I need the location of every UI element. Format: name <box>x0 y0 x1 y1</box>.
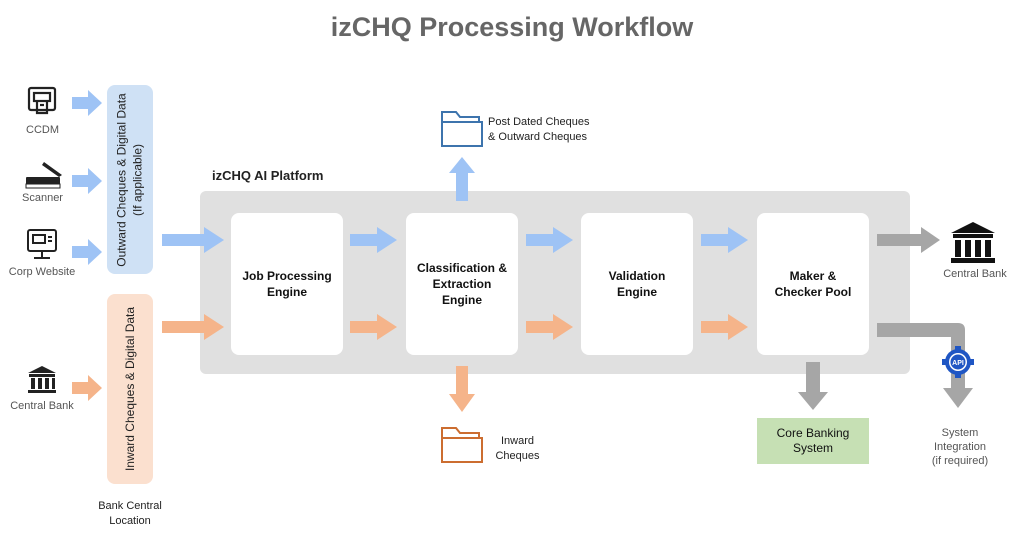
arrow-job-to-classification-orange <box>350 314 397 340</box>
engine-line: Classification & <box>416 261 508 275</box>
arrow-to-central-bank <box>877 227 940 253</box>
central-bank-output-label: Central Bank <box>943 268 1007 280</box>
system-integration-line3: (if required) <box>931 455 989 467</box>
arrow-validation-to-maker-orange <box>701 314 748 340</box>
arrow-job-to-classification-blue <box>350 227 397 253</box>
bank-central-line1: Bank Central <box>98 500 162 512</box>
source-label-corp-website: Corp Website <box>8 266 76 278</box>
post-dated-line2: & Outward Cheques <box>488 131 588 143</box>
arrow-to-core-banking <box>798 362 828 410</box>
core-banking-line1: Core Banking <box>776 426 850 440</box>
platform-label: izCHQ AI Platform <box>212 168 324 183</box>
arrow-classification-to-validation-blue <box>526 227 573 253</box>
arrow-ccdm-to-outward <box>72 90 102 116</box>
arrow-inward-to-job <box>162 314 224 340</box>
central-bank-output-icon <box>951 222 995 263</box>
bank-central-line2: Location <box>109 515 151 527</box>
diagram-title: izCHQ Processing Workflow <box>330 12 694 42</box>
arrow-validation-to-maker-blue <box>701 227 748 253</box>
cheque-machine-icon <box>27 86 57 115</box>
engine-line: Checker Pool <box>774 285 852 299</box>
monitor-icon <box>27 229 57 259</box>
arrow-scanner-to-outward <box>72 168 102 194</box>
maker-checker-pool: Maker & Checker Pool <box>757 213 869 355</box>
core-banking-line2: System <box>792 441 833 455</box>
arrow-centralbank-to-inward <box>72 375 102 401</box>
post-dated-line1: Post Dated Cheques <box>488 116 590 128</box>
system-integration-line2: Integration <box>934 441 986 453</box>
inward-cheques-line2: Cheques <box>495 450 540 462</box>
engine-line: Maker & <box>789 269 837 283</box>
api-gear-icon: API <box>942 346 974 378</box>
arrow-website-to-outward <box>72 239 102 265</box>
system-integration-label: System Integration (if required) <box>915 426 1005 468</box>
system-integration-line1: System <box>941 427 979 439</box>
arrow-classification-to-validation-orange <box>526 314 573 340</box>
engine-line: Engine <box>441 293 482 307</box>
source-label-scanner: Scanner <box>22 192 63 204</box>
source-label-central-bank: Central Bank <box>10 400 74 412</box>
engine-line: Job Processing <box>242 269 332 283</box>
inward-cheques-line1: Inward <box>500 435 535 447</box>
folder-blue-icon <box>441 111 483 147</box>
arrow-to-post-dated <box>449 157 475 201</box>
source-label-ccdm: CCDM <box>26 124 59 136</box>
arrow-outward-to-job <box>162 227 224 253</box>
inward-panel: Inward Cheques & Digital Data <box>107 294 153 484</box>
engine-line: Engine <box>616 285 657 299</box>
bank-icon <box>28 366 56 393</box>
outward-panel: Outward Cheques & Digital Data (If appli… <box>107 85 153 274</box>
engine-line: Engine <box>266 285 307 299</box>
scanner-icon <box>25 162 62 189</box>
arrow-to-inward-cheques <box>449 366 475 412</box>
api-label: API <box>952 360 964 367</box>
bank-central-location: Bank Central Location <box>80 499 180 529</box>
engine-line: Validation <box>608 269 666 283</box>
engine-line: Extraction <box>432 277 492 291</box>
post-dated-label: Post Dated Cheques & Outward Cheques <box>488 115 638 145</box>
folder-orange-icon <box>441 427 483 463</box>
inward-cheques-label: Inward Cheques <box>490 434 545 464</box>
